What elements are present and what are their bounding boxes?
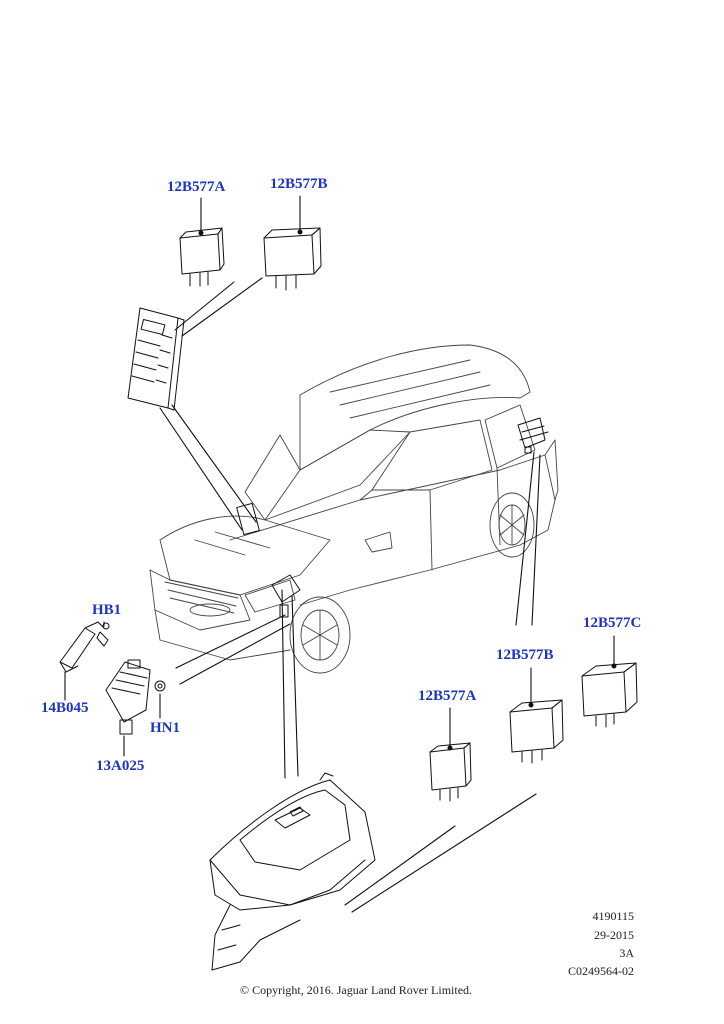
- reference-code: C0249564-02: [568, 964, 634, 978]
- reference-date: 29-2015: [594, 928, 634, 942]
- callout-12b577c-right: 12B577C: [583, 615, 642, 631]
- leader-lines: [64, 195, 615, 913]
- callout-12b577b-top: 12B577B: [270, 176, 328, 192]
- reference-number: 4190115: [592, 909, 634, 923]
- relay-12b577b-right: [509, 699, 564, 764]
- reference-section: 3A: [619, 946, 634, 960]
- installed-fuse-box-engine: [271, 574, 301, 603]
- callout-14b045: 14B045: [41, 700, 89, 716]
- callout-hn1: HN1: [150, 720, 180, 736]
- installed-relay: [279, 604, 289, 618]
- relay-12b577b-top: [263, 227, 322, 291]
- relay-12b577c-right: [581, 662, 638, 728]
- relay-12b577a-top: [179, 227, 225, 287]
- callout-13a025: 13A025: [96, 758, 145, 774]
- relay-12b577a-bottom: [429, 742, 472, 802]
- part-hn1: [154, 680, 166, 692]
- cabin-fuse-box: [127, 307, 185, 411]
- callout-hb1: HB1: [92, 602, 122, 618]
- installed-modules: [236, 417, 549, 618]
- callout-12b577a-bottom: 12B577A: [418, 688, 477, 704]
- part-14b045: [59, 621, 105, 673]
- callout-12b577b-right: 12B577B: [496, 647, 554, 663]
- engine-fuse-box: [209, 772, 376, 971]
- vehicle-illustration: [149, 344, 559, 674]
- installed-rear-relay-bracket: [517, 417, 546, 449]
- callout-12b577a-top: 12B577A: [167, 179, 226, 195]
- copyright-notice: © Copyright, 2016. Jaguar Land Rover Lim…: [239, 983, 473, 997]
- part-hb1: [96, 622, 110, 647]
- part-13a025: [105, 659, 151, 735]
